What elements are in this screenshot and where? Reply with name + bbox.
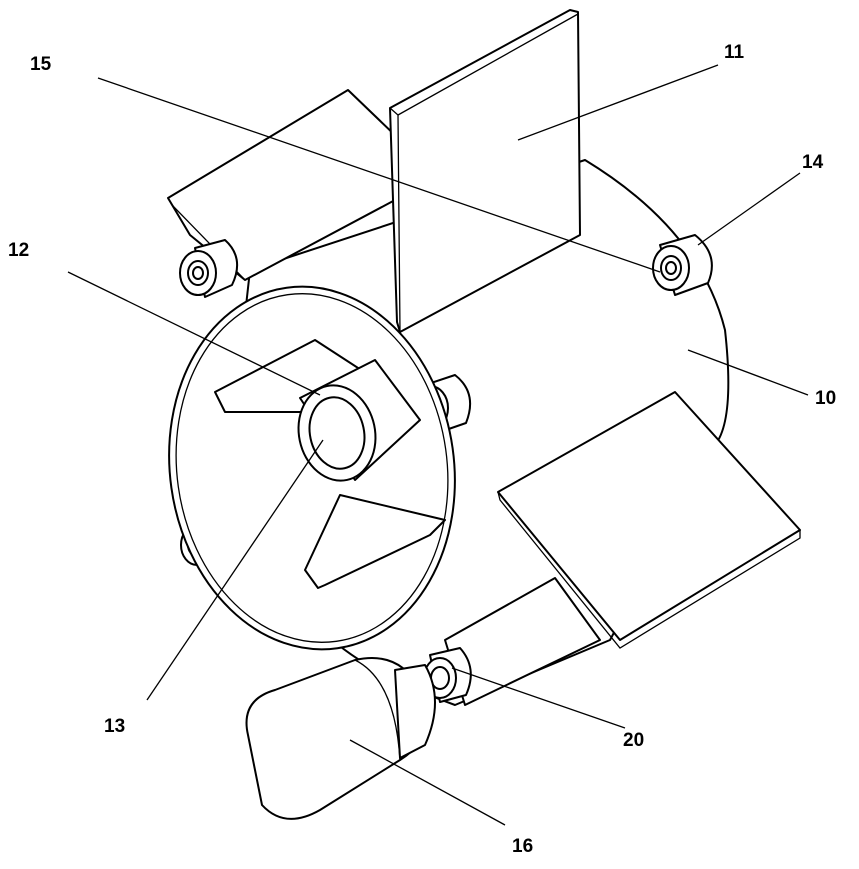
roller-right — [652, 234, 713, 296]
callout-10: 10 — [815, 388, 836, 409]
paddle-plate-lower-right — [497, 391, 801, 649]
callout-15: 15 — [30, 54, 52, 75]
hub — [297, 359, 421, 482]
motor — [245, 657, 436, 820]
leader-lines — [67, 64, 809, 826]
paddle-plate-vertical — [389, 9, 581, 333]
callout-11: 11 — [724, 42, 745, 63]
roller-bottom — [423, 647, 472, 703]
callout-16: 16 — [512, 836, 533, 857]
roller-upper-left — [179, 239, 239, 298]
callout-12: 12 — [8, 240, 29, 261]
callout-13: 13 — [104, 716, 125, 737]
callout-14: 14 — [802, 152, 824, 173]
callout-labels: 15 11 14 12 10 13 20 16 — [8, 42, 836, 857]
callout-20: 20 — [623, 730, 644, 751]
